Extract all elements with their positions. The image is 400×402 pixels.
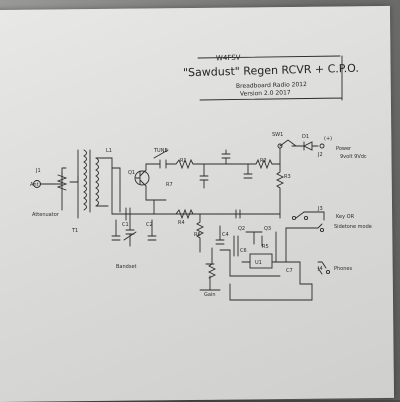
- label-gain: Gain: [204, 292, 216, 298]
- label-r1: R1: [180, 158, 187, 164]
- label-r2: R2: [260, 158, 267, 164]
- label-r3: R3: [284, 174, 291, 180]
- u1-chip: [249, 253, 273, 269]
- label-c7: C7: [286, 268, 293, 274]
- label-j2: J2: [317, 152, 323, 158]
- label-attenuator: Attenuator: [32, 212, 60, 218]
- label-l1: L1: [106, 148, 112, 154]
- label-r5: R5: [262, 244, 269, 250]
- label-c1: C1: [122, 222, 129, 228]
- label-tune: TUNE: [153, 148, 168, 154]
- schematic-wires: [33, 55, 343, 301]
- label-q2: Q2: [238, 226, 245, 232]
- label-j4: J4: [317, 266, 323, 272]
- label-j3: J3: [317, 206, 323, 212]
- label-q3: Q3: [264, 226, 271, 232]
- label-t1: T1: [71, 228, 78, 234]
- label-key: Key OR: [336, 214, 355, 220]
- label-u1: U1: [255, 260, 262, 266]
- label-sw1: SW1: [272, 132, 283, 138]
- label-d1: D1: [302, 134, 309, 140]
- label-r7: R7: [166, 182, 173, 188]
- label-j1: J1: [35, 168, 41, 174]
- label-sidetone: Sidetone mode: [334, 224, 372, 230]
- label-bandset: Bandset: [116, 264, 137, 270]
- attenuator-pot: [56, 171, 68, 197]
- label-power: Power: [336, 146, 352, 152]
- q1-transistor: [134, 170, 150, 186]
- label-c2: C2: [146, 222, 153, 228]
- label-ant: Ant: [30, 182, 39, 188]
- label-q1: Q1: [128, 170, 135, 176]
- label-power-volts: 9volt 9Vdc: [340, 154, 367, 160]
- label-c4: C4: [222, 232, 229, 238]
- label-c6: C6: [240, 248, 247, 254]
- label-r6: R6: [194, 232, 201, 238]
- label-plus: (+): [324, 136, 332, 142]
- label-phones: Phones: [334, 266, 352, 272]
- label-r4: R4: [178, 220, 185, 226]
